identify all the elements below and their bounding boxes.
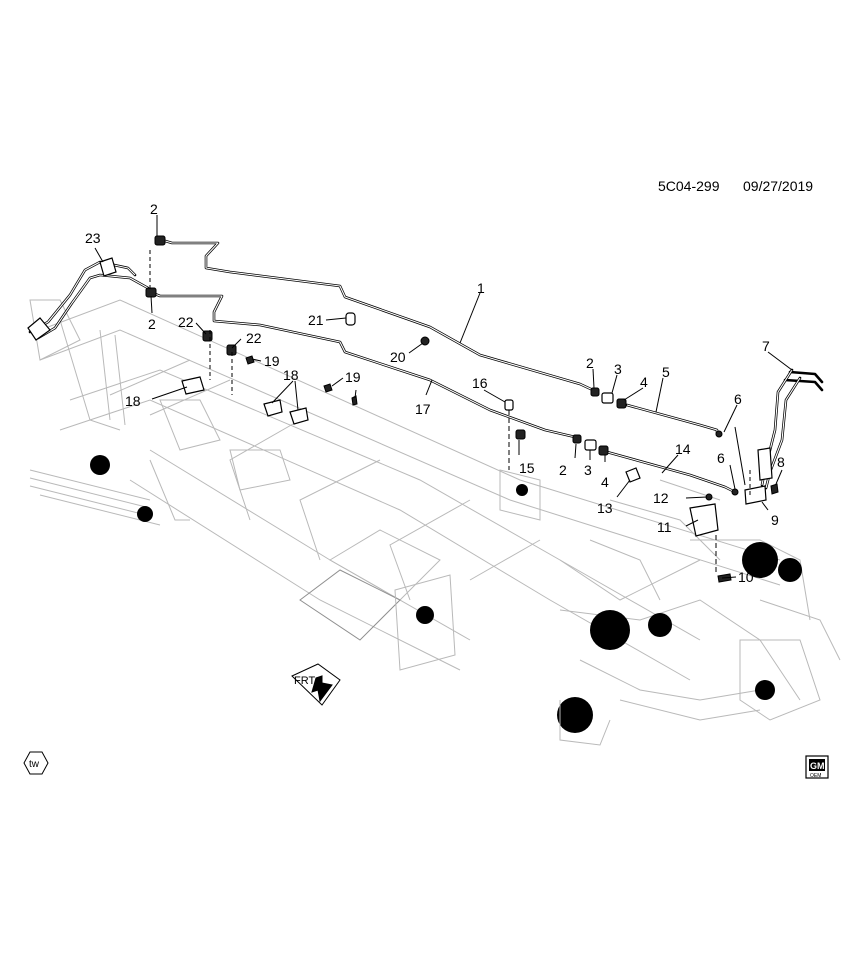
callout-2: 2: [586, 355, 594, 371]
callout-14: 14: [675, 441, 691, 457]
brake-tube-23: [27, 257, 150, 341]
brake-hose-7: [757, 368, 824, 490]
callout-22: 22: [178, 314, 194, 330]
callout-17: 17: [415, 401, 431, 417]
callout-21: 21: [308, 312, 324, 328]
callout-13: 13: [597, 500, 613, 516]
callout-20: 20: [390, 349, 406, 365]
front-indicator: FRT: [291, 663, 341, 706]
callout-2: 2: [150, 201, 158, 217]
drawing-date: 09/27/2019: [743, 178, 813, 194]
svg-text:OEM: OEM: [810, 773, 821, 779]
callout-3: 3: [584, 462, 592, 478]
callout-12: 12: [653, 490, 669, 506]
callout-18: 18: [283, 367, 299, 383]
callout-10: 10: [738, 569, 754, 585]
drawing-id: 5C04-299: [658, 178, 720, 194]
callout-9: 9: [771, 512, 779, 528]
callout-7: 7: [762, 338, 770, 354]
svg-text:GM: GM: [810, 761, 825, 771]
vehicle-frame-sketch: [29, 299, 841, 746]
callout-1: 1: [477, 280, 485, 296]
callout-16: 16: [472, 375, 488, 391]
leader-lines: [94, 215, 793, 579]
brake-tube-5: [625, 403, 719, 436]
callout-11: 11: [657, 519, 672, 535]
callout-labels: 1 2 2 2 2 3 3 4 4 5 6 6 7 8 9 10 11 12 1…: [85, 201, 785, 585]
callout-18: 18: [125, 393, 141, 409]
callout-8: 8: [777, 454, 785, 470]
callout-2: 2: [559, 462, 567, 478]
callout-6: 6: [717, 450, 725, 466]
callout-6: 6: [734, 391, 742, 407]
callout-2: 2: [148, 316, 156, 332]
callout-3: 3: [614, 361, 622, 377]
callout-23: 23: [85, 230, 101, 246]
callout-22: 22: [246, 330, 262, 346]
front-arrow-icon: [311, 675, 333, 703]
tw-badge-label: tw: [29, 759, 40, 770]
brake-tube-14: [605, 450, 735, 493]
callout-4: 4: [601, 474, 609, 490]
brake-tube-17: [148, 290, 577, 439]
front-label: FRT: [294, 675, 315, 687]
callout-15: 15: [519, 460, 535, 476]
brake-tube-1: [160, 238, 597, 393]
callout-5: 5: [662, 364, 670, 380]
callout-19: 19: [345, 369, 361, 385]
fittings: [145, 235, 779, 583]
gm-logo: GM OEM: [805, 755, 829, 779]
callout-4: 4: [640, 374, 648, 390]
callout-19: 19: [264, 353, 280, 369]
tw-badge: tw: [23, 751, 49, 775]
